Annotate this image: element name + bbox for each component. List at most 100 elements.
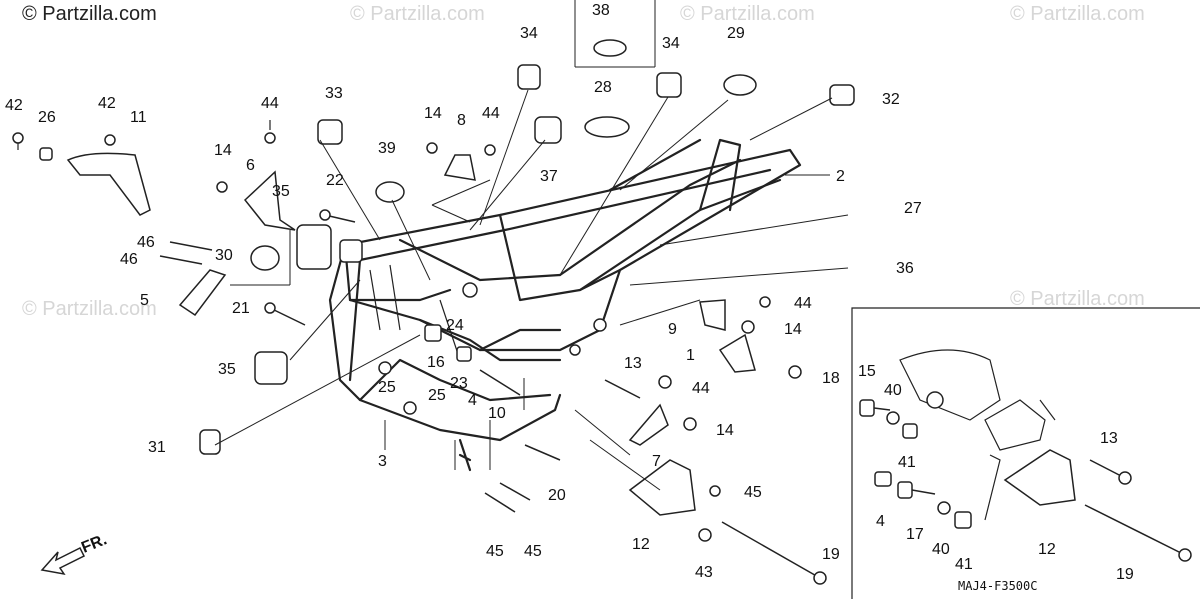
bolt-icon xyxy=(484,482,531,513)
footpeg-bracket-icon xyxy=(628,459,696,516)
band-icon xyxy=(584,116,630,138)
callout-number: 33 xyxy=(325,85,343,102)
parts-layer xyxy=(12,39,855,585)
callout-number: 30 xyxy=(215,247,233,264)
callout-number: 13 xyxy=(624,355,642,372)
long-bolt-icon xyxy=(1084,504,1192,562)
diagram-code: MAJ4-F3500C xyxy=(958,579,1037,593)
callout-number: 44 xyxy=(692,380,710,397)
callout-number: 18 xyxy=(822,370,840,387)
callout-number: 36 xyxy=(896,260,914,277)
callout-number: 46 xyxy=(120,251,138,268)
callout-number: 26 xyxy=(38,109,56,126)
callout-number: 2 xyxy=(836,168,845,185)
collar-icon xyxy=(954,511,972,529)
callout-number: 37 xyxy=(540,168,558,185)
callout-number: 29 xyxy=(727,25,745,42)
callout-number: 39 xyxy=(378,140,396,157)
callout-number: 44 xyxy=(482,105,500,122)
detail-inset xyxy=(851,307,1200,599)
callout-number: 40 xyxy=(932,541,950,558)
callout-number: 19 xyxy=(822,546,840,563)
callout-number: 32 xyxy=(882,91,900,108)
callout-number: 12 xyxy=(632,536,650,553)
front-direction-arrow xyxy=(40,546,86,576)
callout-number: 25 xyxy=(428,387,446,404)
callout-number: 45 xyxy=(744,484,762,501)
callout-number: 15 xyxy=(858,363,876,380)
watermark-layer: © Partzilla.com © Partzilla.com © Partzi… xyxy=(22,3,1145,320)
clamp-icon xyxy=(517,64,541,90)
callout-number: 25 xyxy=(378,379,396,396)
clamp-icon xyxy=(534,116,562,144)
bolt-icon xyxy=(759,296,771,308)
callout-number: 40 xyxy=(884,382,902,399)
callout-number: 41 xyxy=(955,556,973,573)
callout-number: 4 xyxy=(876,513,885,530)
callout-number: 10 xyxy=(488,405,506,422)
callout-number: 19 xyxy=(1116,566,1134,583)
clamp-icon xyxy=(199,429,221,455)
collar-icon xyxy=(378,361,392,375)
bolt-icon xyxy=(264,302,306,326)
callout-number: 46 xyxy=(137,234,155,251)
bolt-icon xyxy=(479,369,521,396)
callout-number: 7 xyxy=(652,453,661,470)
callout-number: 4 xyxy=(468,392,477,409)
bracket-icon xyxy=(243,170,296,231)
bracket-icon xyxy=(66,152,151,216)
callout-number: 3 xyxy=(378,453,387,470)
callout-number: 11 xyxy=(130,109,147,126)
washer-icon xyxy=(886,411,900,425)
bolt-icon xyxy=(104,134,116,146)
bolt-icon xyxy=(859,399,891,417)
bolt-icon xyxy=(709,485,721,497)
bolt-icon xyxy=(788,365,802,379)
bolt-icon xyxy=(658,375,672,389)
clamp-icon xyxy=(656,72,682,98)
clip-icon xyxy=(250,245,280,271)
callout-number: 21 xyxy=(232,300,250,317)
watermark: © Partzilla.com xyxy=(1010,3,1145,25)
bolt-icon xyxy=(426,142,438,154)
callout-number: 44 xyxy=(794,295,812,312)
callout-number: 41 xyxy=(898,454,916,471)
callout-number: 8 xyxy=(457,112,466,129)
callout-number: 14 xyxy=(716,422,734,439)
callout-number: 13 xyxy=(1100,430,1118,447)
callout-number: 45 xyxy=(524,543,542,560)
clamp-icon xyxy=(317,119,343,145)
bolt-icon xyxy=(484,144,496,156)
bracket-icon xyxy=(718,333,756,373)
collar-icon xyxy=(39,147,53,161)
callout-number: 12 xyxy=(1038,541,1056,558)
bolt-icon xyxy=(12,132,24,150)
callout-number: 14 xyxy=(784,321,802,338)
washer-icon xyxy=(937,501,951,515)
callout-number: 31 xyxy=(148,439,166,456)
callout-number: 42 xyxy=(5,97,23,114)
bolt-icon xyxy=(1089,459,1132,485)
callout-number: 38 xyxy=(592,2,610,19)
collar-icon xyxy=(902,423,918,439)
direction-label: FR. xyxy=(79,531,109,556)
watermark: © Partzilla.com xyxy=(22,298,157,320)
callout-number: 5 xyxy=(140,292,149,309)
clamp-icon xyxy=(593,39,627,57)
collar-icon xyxy=(456,346,472,362)
callout-number: 23 xyxy=(450,375,468,392)
bolt-icon xyxy=(264,120,276,144)
callout-layer: 42 26 42 11 44 14 6 33 14 8 44 34 38 34 … xyxy=(5,2,1134,583)
bracket-icon xyxy=(178,269,227,317)
callout-number: 34 xyxy=(662,35,680,52)
callout-number: 27 xyxy=(904,200,922,217)
watermark: © Partzilla.com xyxy=(1010,288,1145,310)
bolt-icon xyxy=(216,181,228,193)
collar-icon xyxy=(424,324,442,342)
long-bolt-icon xyxy=(721,521,827,585)
callout-number: 43 xyxy=(695,564,713,581)
band-icon xyxy=(723,74,757,96)
bolt-icon xyxy=(524,444,561,461)
